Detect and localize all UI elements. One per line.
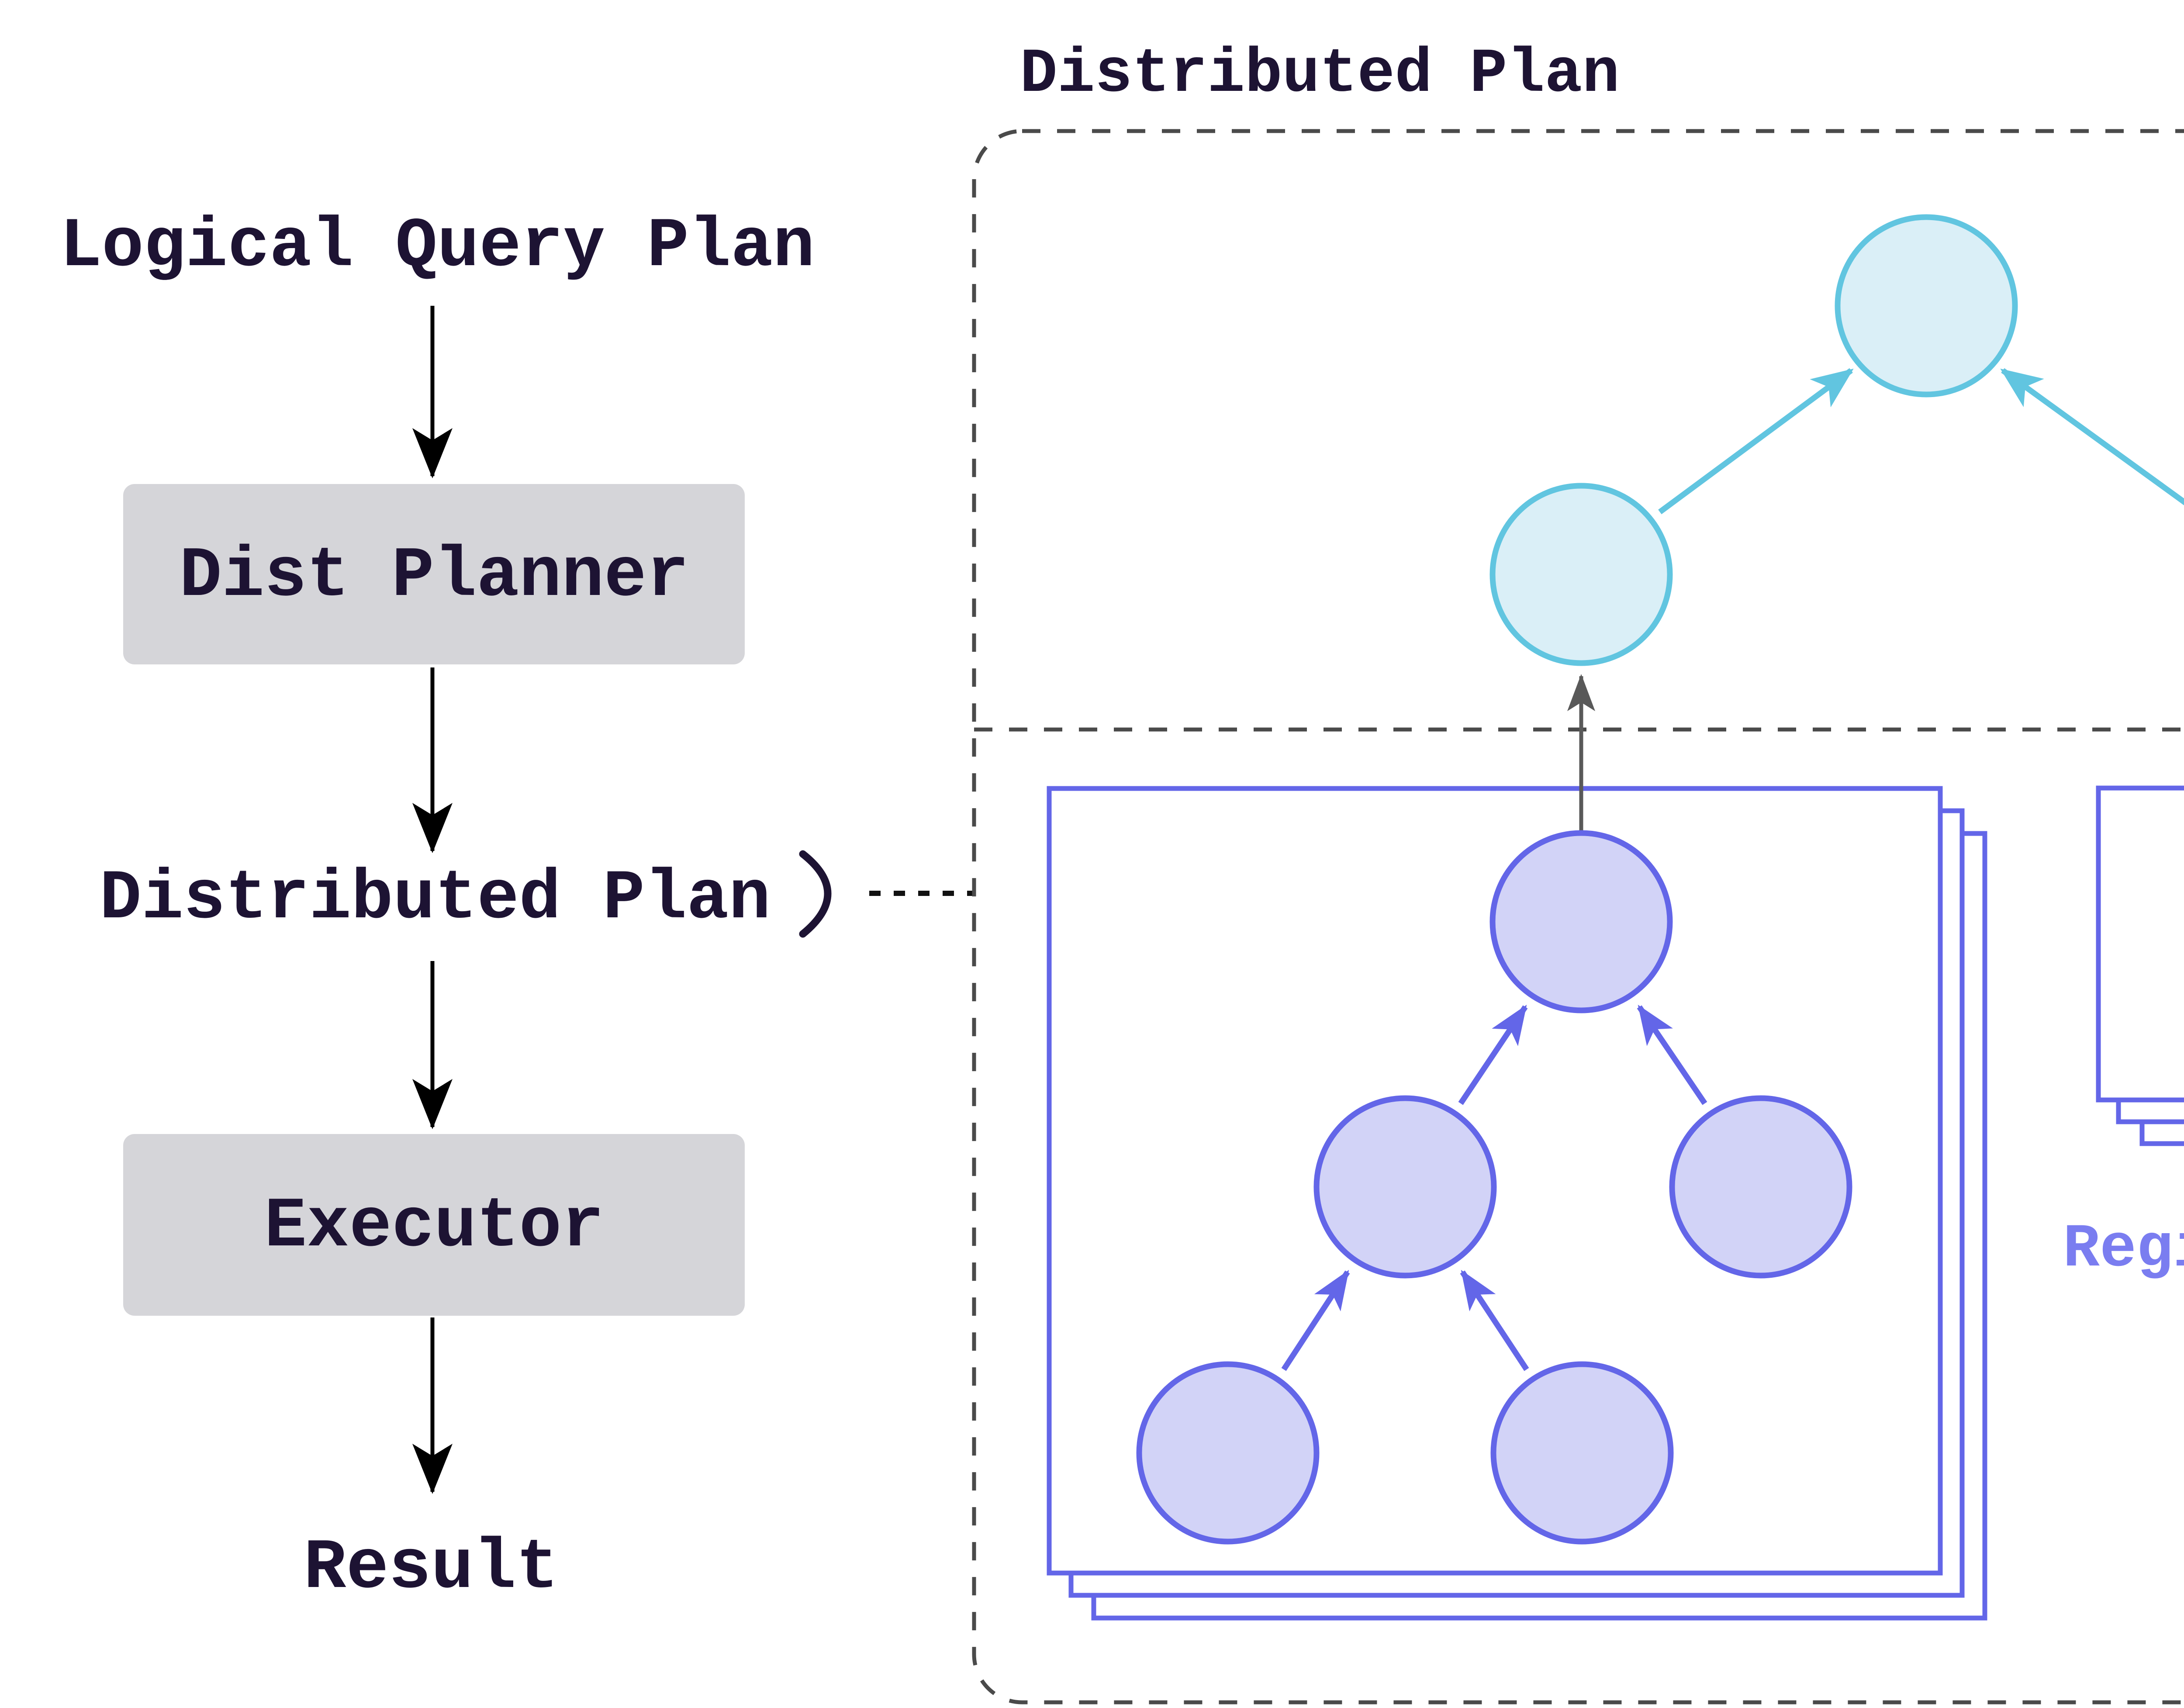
purple-edge-mr-to-root: [1637, 1005, 1707, 1105]
purple-edge-ml-to-root: [1458, 1005, 1528, 1105]
purple-edge-br-to-ml: [1460, 1269, 1529, 1371]
left-flowchart: Logical Query Plan Dist Planner Distribu…: [60, 207, 973, 1608]
left-region-bottom-right-node: [1490, 1361, 1674, 1545]
distributed-plan-bracket: [799, 850, 832, 938]
cyan-edge-right-to-root: [2000, 368, 2184, 505]
distributed-plan-label: Distributed Plan: [100, 860, 771, 939]
result-label: Result: [304, 1528, 558, 1608]
executor-label: Executor: [264, 1186, 604, 1267]
datanode-left-region-stack: [1047, 674, 1987, 1621]
dist-planner-box: [123, 484, 745, 664]
distributed-plan-title: Distributed Plan: [1020, 39, 1620, 110]
left-region-mid-left-node: [1313, 1095, 1497, 1279]
left-region-mid-right-node: [1669, 1095, 1852, 1279]
executor-box: [123, 1134, 745, 1316]
distributed-plan-dashed-border: [972, 129, 2184, 1705]
dist-planner-label: Dist Planner: [180, 536, 689, 616]
left-region-root-node: [1489, 830, 1673, 1013]
datanode-right-region-stack: Regions: [2063, 785, 2184, 1284]
frontend-left-node: [1489, 483, 1673, 666]
left-region-bottom-left-node: [1136, 1361, 1320, 1545]
purple-edge-bl-to-ml: [1281, 1269, 1350, 1371]
frontend-stage-tree: [1489, 214, 2184, 666]
frontend-root-node: [1835, 214, 2018, 398]
regions-label: Regions: [2063, 1215, 2184, 1284]
right-region-card-front: [2096, 785, 2184, 1103]
logical-query-plan-label: Logical Query Plan: [60, 207, 815, 287]
cyan-edge-left-to-root: [1658, 368, 1854, 515]
distributed-plan-container: Distributed Plan Frontend Stage Datanode…: [972, 39, 2184, 1705]
